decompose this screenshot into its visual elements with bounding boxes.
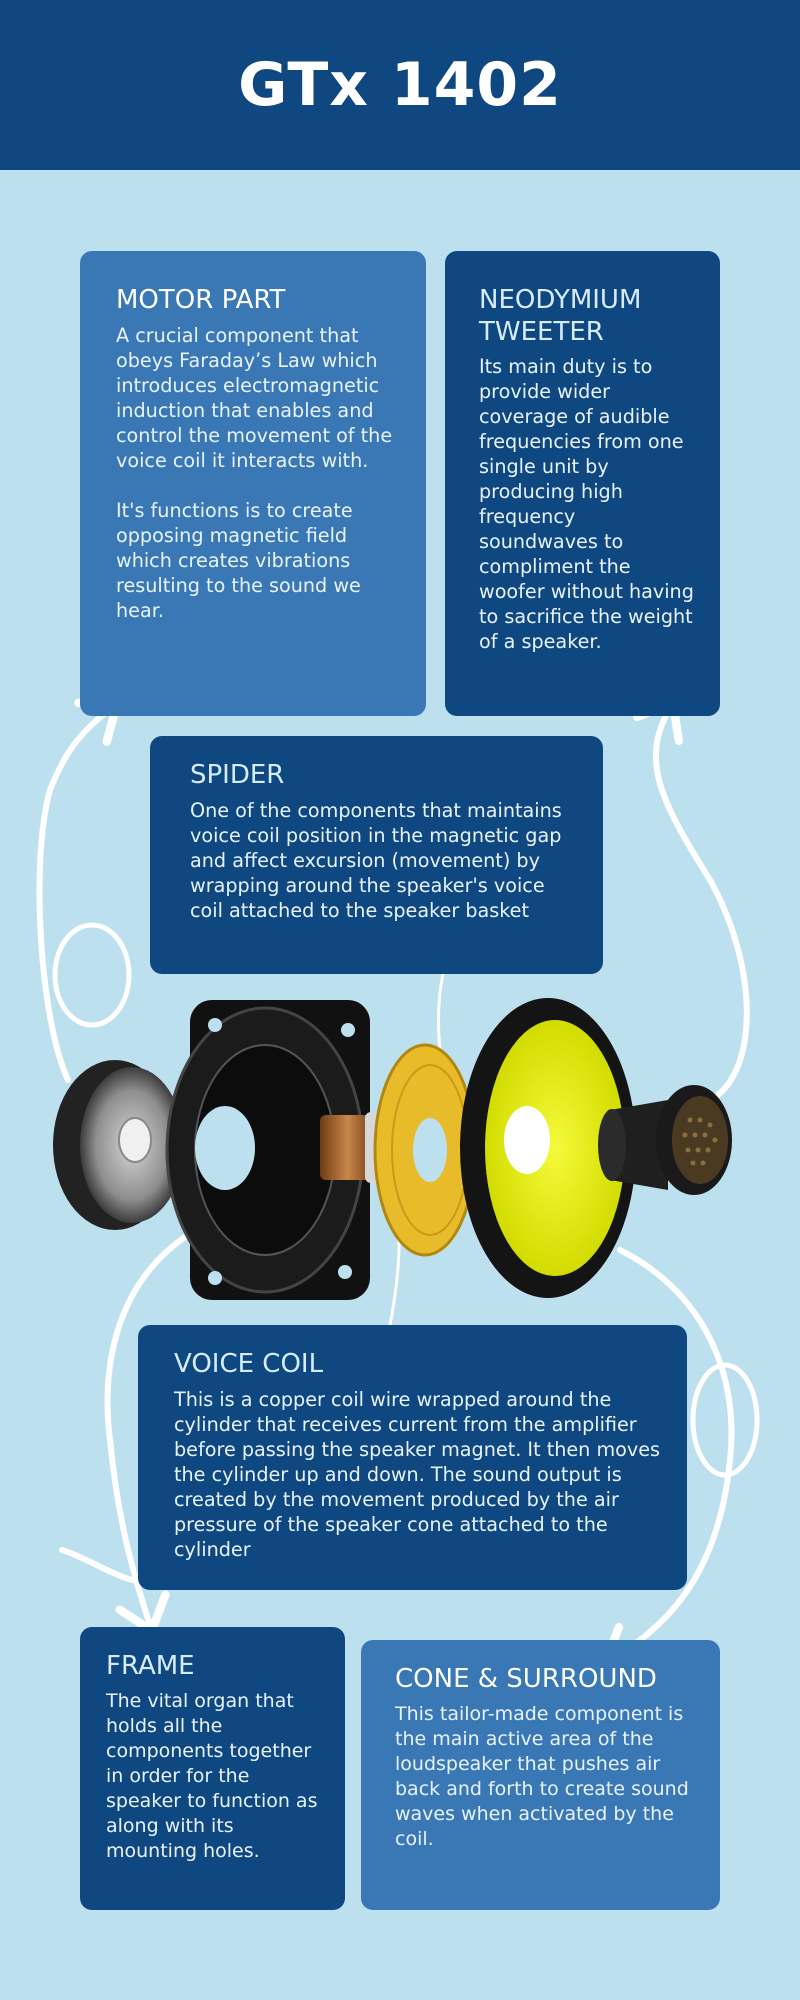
magnet-image <box>53 1060 184 1230</box>
cone-heading: CONE & SURROUND <box>395 1664 657 1694</box>
tweeter-description: Its main duty is to provide wider covera… <box>479 355 694 654</box>
voice-coil-heading: VOICE COIL <box>174 1349 324 1379</box>
frame-heading: FRAME <box>106 1651 195 1681</box>
neodymium-tweeter-card: NEODYMIUM TWEETER Its main duty is to pr… <box>445 251 720 716</box>
header-banner: GTx 1402 <box>0 0 800 170</box>
spider-heading: SPIDER <box>190 760 285 790</box>
spider-image <box>373 1043 477 1257</box>
frame-image <box>165 1000 370 1300</box>
motor-part-description: A crucial component that obeys Faraday’s… <box>116 323 393 622</box>
tweeter-heading: NEODYMIUM TWEETER <box>479 285 642 347</box>
arrow-cone <box>600 1247 760 1674</box>
arrow-motor <box>36 698 132 1083</box>
tweeter-image <box>598 1085 732 1195</box>
motor-part-card: MOTOR PART A crucial component that obey… <box>80 251 426 716</box>
motor-part-heading: MOTOR PART <box>116 285 286 315</box>
arrow-tweeter <box>633 698 750 1098</box>
cone-description: This tailor-made component is the main a… <box>395 1702 689 1850</box>
cone-surround-card: CONE & SURROUND This tailor-made compone… <box>361 1640 720 1910</box>
spider-card: SPIDER One of the components that mainta… <box>150 736 603 974</box>
voice-coil-card: VOICE COIL This is a copper coil wire wr… <box>138 1325 687 1590</box>
voice-coil-description: This is a copper coil wire wrapped aroun… <box>174 1387 661 1561</box>
frame-description: The vital organ that holds all the compo… <box>106 1689 318 1862</box>
cone-image <box>460 998 636 1298</box>
frame-card: FRAME The vital organ that holds all the… <box>80 1627 345 1910</box>
page-title: GTx 1402 <box>238 50 562 120</box>
spider-description: One of the components that maintains voi… <box>190 798 562 922</box>
